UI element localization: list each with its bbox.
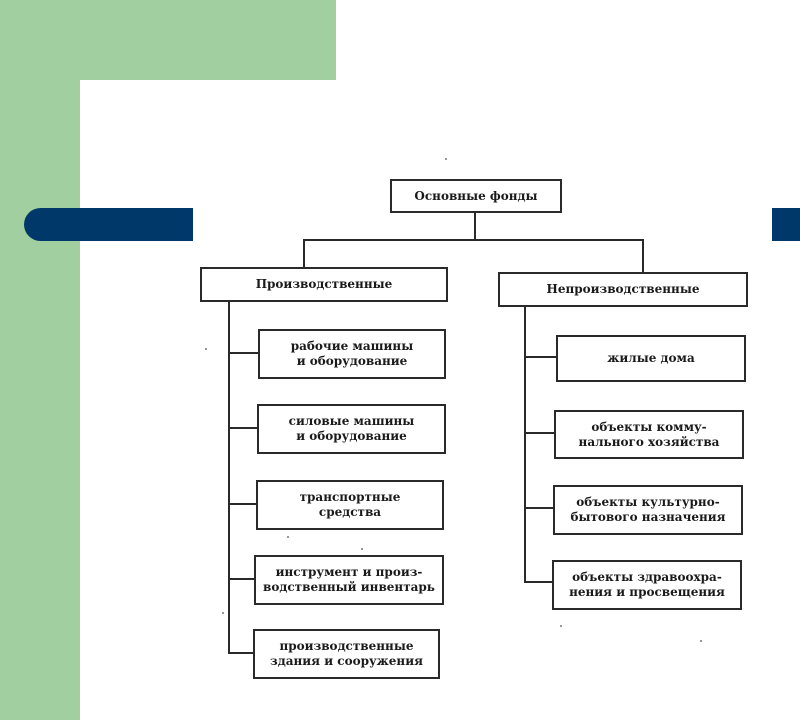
green-top-band: [0, 0, 336, 80]
left-item-node: производственные здания и сооружения: [253, 629, 440, 679]
left-tick-1: [228, 352, 258, 354]
scan-speck: [287, 536, 289, 538]
left-item-node: силовые машины и оборудование: [257, 404, 446, 454]
left-branch-drop: [303, 239, 305, 268]
root-node: Основные фонды: [390, 179, 562, 213]
scan-speck: [445, 158, 447, 160]
left-item-node: транспортные средства: [256, 480, 444, 530]
navy-accent-bar-right: [772, 208, 800, 241]
scan-speck: [222, 612, 224, 614]
right-item-node: жилые дома: [556, 335, 746, 382]
right-tick-4: [524, 581, 552, 583]
right-tick-1: [524, 356, 556, 358]
right-item-node: объекты здравоохра- нения и просвещения: [552, 560, 742, 610]
right-tick-3: [524, 507, 553, 509]
left-item-node: инструмент и произ- водственный инвентар…: [254, 555, 444, 605]
green-sidebar-band: [0, 0, 80, 720]
scan-speck: [205, 348, 207, 350]
left-branch-node: Производственные: [200, 267, 448, 302]
root-stem: [474, 212, 476, 240]
left-spine: [228, 300, 230, 654]
left-tick-5: [228, 652, 253, 654]
left-tick-4: [228, 578, 254, 580]
left-tick-2: [228, 427, 257, 429]
right-item-node: объекты культурно- бытового назначения: [553, 485, 743, 535]
left-item-node: рабочие машины и оборудование: [258, 329, 446, 379]
right-spine: [524, 305, 526, 583]
right-item-node: объекты комму- нального хозяйства: [554, 410, 744, 459]
right-branch-node: Непроизводственные: [498, 272, 748, 307]
right-tick-2: [524, 432, 554, 434]
left-tick-3: [228, 503, 256, 505]
scan-speck: [700, 640, 702, 642]
scan-speck: [361, 548, 363, 550]
scan-speck: [560, 625, 562, 627]
right-branch-drop: [642, 239, 644, 272]
root-crossbar: [303, 239, 644, 241]
navy-accent-bar-left: [24, 208, 194, 241]
